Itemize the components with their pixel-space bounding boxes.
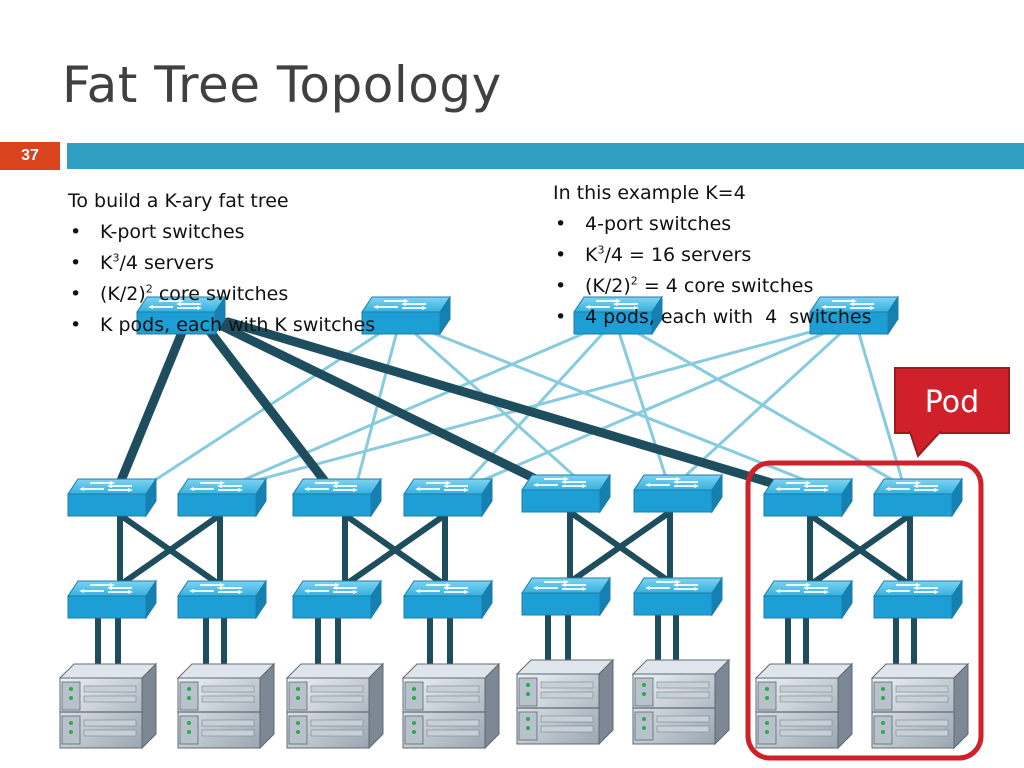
server-rack-icon [59, 663, 157, 749]
agg-switch-icon [521, 474, 611, 513]
server-rack-icon [755, 663, 853, 749]
agg-switch-icon [763, 478, 853, 517]
pod-callout-label: Pod [925, 385, 979, 420]
server-rack-icon [871, 663, 969, 749]
left-bullet-2: K3/4 servers [68, 248, 375, 279]
edge-switches [67, 577, 963, 619]
highlighted-core-links [113, 317, 790, 493]
left-bullet-1: K-port switches [68, 217, 375, 248]
edge-switch-icon [633, 577, 723, 616]
left-heading: To build a K-ary fat tree [68, 190, 289, 212]
slide-title: Fat Tree Topology [62, 56, 502, 114]
agg-edge-links [117, 509, 913, 588]
right-bullet-3: (K/2)2 = 4 core switches [553, 271, 872, 302]
agg-switch-icon [873, 478, 963, 517]
left-bullet-3: (K/2)2 core switches [68, 279, 375, 310]
left-text-block: To build a K-ary fat tree K-port switche… [68, 186, 375, 341]
right-bullet-4: 4 pods, each with 4 switches [553, 302, 872, 333]
right-text-block: In this example K=4 4-port switches K3/4… [553, 178, 872, 333]
core-switch-icon [361, 296, 451, 335]
edge-switch-icon [521, 577, 611, 616]
edge-switch-icon [763, 580, 853, 619]
server-rack-icon [286, 663, 384, 749]
slide-number: 37 [0, 142, 60, 170]
server-rack-icon [402, 663, 500, 749]
aggregation-switches [67, 474, 963, 517]
title-bar [67, 143, 1024, 169]
edge-switch-icon [403, 580, 493, 619]
edge-switch-icon [292, 580, 382, 619]
right-bullet-1: 4-port switches [553, 209, 872, 240]
server-rack-icon [177, 663, 275, 749]
servers [59, 659, 969, 749]
edge-switch-icon [873, 580, 963, 619]
right-bullet-2: K3/4 = 16 servers [553, 240, 872, 271]
agg-switch-icon [292, 478, 382, 517]
pod-callout: Pod [894, 367, 1010, 458]
edge-switch-icon [177, 580, 267, 619]
agg-switch-icon [403, 478, 493, 517]
server-rack-icon [632, 659, 730, 745]
edge-switch-icon [67, 580, 157, 619]
agg-switch-icon [177, 478, 267, 517]
left-bullet-4: K pods, each with K switches [68, 310, 375, 341]
right-heading: In this example K=4 [553, 182, 746, 204]
pod-highlight-box [745, 460, 984, 761]
agg-switch-icon [633, 474, 723, 513]
server-rack-icon [516, 659, 614, 745]
agg-switch-icon [67, 478, 157, 517]
